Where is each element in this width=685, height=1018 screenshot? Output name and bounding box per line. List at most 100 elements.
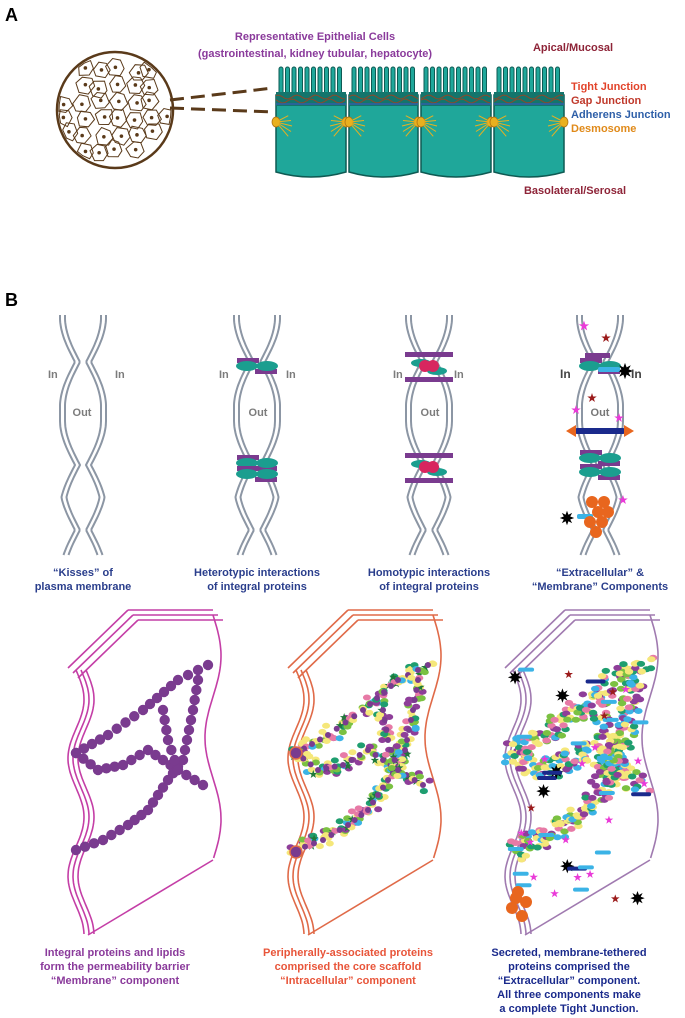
sheet-edge xyxy=(297,619,359,679)
integral-protein-bead xyxy=(315,767,321,773)
cell-nucleus xyxy=(83,117,88,121)
microvillus xyxy=(358,66,363,96)
bottom-caption-extracellular-line1: Secreted, membrane-tethered xyxy=(491,947,646,959)
cell-outline xyxy=(109,75,127,93)
bottom-caption-extracellular: Secreted, membrane-tethered proteins com… xyxy=(491,947,646,1015)
in-label-left-4: In xyxy=(560,367,571,381)
scaffold-protein xyxy=(527,829,537,836)
claudin-bar xyxy=(237,455,259,460)
keratin-filament xyxy=(348,121,362,137)
scaffold-protein xyxy=(595,768,605,775)
scaffold-protein xyxy=(335,735,344,742)
scaffold-protein xyxy=(615,670,625,677)
scaffold-protein xyxy=(582,756,591,763)
scaffold-protein xyxy=(567,825,576,832)
cell-nucleus xyxy=(80,102,84,107)
caption-homotypic-line1: Homotypic interactions xyxy=(368,567,490,579)
scaffold-protein xyxy=(329,735,338,742)
scaffold-protein xyxy=(589,715,599,722)
keratin-filament xyxy=(401,121,419,127)
actin-belt xyxy=(348,94,419,100)
scaffold-protein xyxy=(547,722,556,729)
scaffold-protein xyxy=(588,794,597,801)
integral-protein-bead xyxy=(402,747,408,753)
microvillus xyxy=(462,66,468,96)
membrane-component-sheet xyxy=(67,609,223,936)
scaffold-protein xyxy=(627,773,637,780)
integral-protein-bead xyxy=(348,757,355,763)
kisses-membrane-pair xyxy=(59,315,107,556)
scaffold-protein xyxy=(557,732,567,739)
scaffold-protein xyxy=(304,837,313,844)
integral-protein xyxy=(236,361,258,371)
scaffold-protein xyxy=(380,701,389,708)
keratin-filament xyxy=(547,121,565,127)
tether-protein xyxy=(598,367,620,372)
orange-protein xyxy=(520,896,532,908)
microvillus xyxy=(548,66,554,96)
legend-gap-junction: Gap Junction xyxy=(571,95,642,107)
integral-protein-bead xyxy=(97,834,109,846)
claudin-bar xyxy=(580,464,602,469)
legend-tight-junction: Tight Junction xyxy=(571,81,647,93)
integral-protein-bead xyxy=(340,762,346,768)
integral-protein xyxy=(256,361,278,371)
cell-outline xyxy=(157,107,172,125)
integral-protein-bead xyxy=(415,667,421,673)
microvillus xyxy=(475,66,481,96)
integral-protein-bead xyxy=(360,707,366,713)
claudin-bar xyxy=(255,466,277,471)
sheet-edge xyxy=(292,614,354,674)
scaffold-protein xyxy=(578,691,588,698)
cell-body xyxy=(275,94,347,178)
integral-protein-bead xyxy=(380,784,386,791)
scaffold-protein xyxy=(621,785,631,792)
keratin-filament xyxy=(333,121,347,137)
cell-body xyxy=(348,94,419,178)
sheet-edge xyxy=(424,614,442,859)
integral-protein-bead xyxy=(111,723,122,734)
keratin-filament xyxy=(548,121,565,132)
integral-protein-bead xyxy=(181,734,193,746)
integral-protein-bead xyxy=(102,729,114,741)
integral-protein xyxy=(599,467,621,477)
extracellular-membrane-pair xyxy=(559,315,634,556)
integral-protein-bead xyxy=(78,743,90,754)
scaffold-protein xyxy=(581,746,591,753)
keratin-filament xyxy=(275,120,292,123)
legend-adherens-junction: Adherens Junction xyxy=(571,109,671,121)
integral-protein-bead xyxy=(78,753,89,764)
in-label-right-2: In xyxy=(286,369,296,381)
cell-outline xyxy=(104,139,123,158)
out-label-1: Out xyxy=(73,407,92,419)
cell-outline xyxy=(75,76,96,95)
cell-nucleus xyxy=(96,87,101,91)
integral-protein xyxy=(579,467,601,477)
integral-protein-bead xyxy=(187,704,199,716)
scaffold-protein xyxy=(586,778,596,785)
extracellular-component-sheet xyxy=(500,609,660,936)
microvillus xyxy=(542,66,547,96)
integral-protein-bead xyxy=(411,777,418,783)
cell-nucleus xyxy=(135,133,139,137)
bottom-caption-membrane: Integral proteins and lipids form the pe… xyxy=(40,947,190,987)
red-star xyxy=(564,669,573,679)
scaffold-protein xyxy=(542,729,552,736)
scaffold-protein xyxy=(560,750,570,757)
zoom-dashed-lines xyxy=(169,86,274,114)
black-burst xyxy=(555,688,570,703)
scaffold-protein xyxy=(392,743,401,750)
tether-protein xyxy=(507,847,524,852)
claudin-bar xyxy=(255,477,277,482)
keratin-filament xyxy=(330,120,347,123)
scaffold-protein xyxy=(562,766,571,773)
scaffold-protein xyxy=(520,770,529,777)
orange-protein xyxy=(598,496,610,508)
integral-protein-bead xyxy=(134,749,145,761)
integral-protein-bead xyxy=(114,824,125,836)
scaffold-protein xyxy=(407,674,416,681)
bottom-caption-extracellular-line5: a complete Tight Junction. xyxy=(499,1003,638,1015)
microvillus xyxy=(337,66,342,96)
microvillus xyxy=(291,66,297,96)
scaffold-protein xyxy=(507,838,516,845)
